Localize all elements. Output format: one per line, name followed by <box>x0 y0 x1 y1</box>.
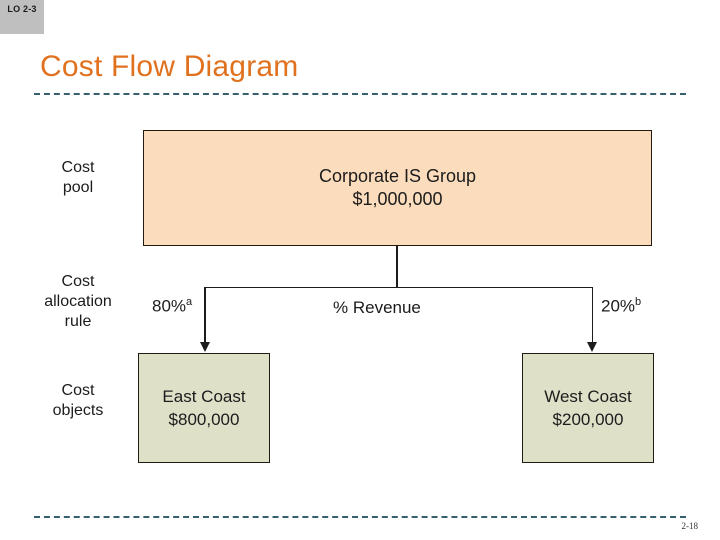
cost-object-east-amount: $800,000 <box>168 410 240 429</box>
cost-pool-amount: $1,000,000 <box>352 189 443 209</box>
cost-pool-box: Corporate IS Group $1,000,000 <box>143 130 652 246</box>
row-label-alloc-line-1: Cost <box>61 273 95 290</box>
connector-left-branch <box>204 286 206 343</box>
connector-stem <box>396 246 398 288</box>
cost-object-west-name: West Coast <box>544 387 632 406</box>
connector-horizontal-bar <box>204 286 593 288</box>
page-number: 2-18 <box>681 521 699 531</box>
page-title: Cost Flow Diagram <box>40 50 299 83</box>
row-label-cost-allocation-rule: Cost allocation rule <box>22 272 134 332</box>
cost-object-box-east-coast: East Coast $800,000 <box>138 353 270 463</box>
allocation-rate-right: 20%b <box>601 296 641 317</box>
learning-objective-badge: LO 2-3 <box>0 0 44 34</box>
allocation-rate-right-value: 20% <box>601 296 636 316</box>
row-label-objects-line-1: Cost <box>61 382 95 399</box>
row-label-cost-pool-line-2: pool <box>62 179 94 196</box>
row-label-cost-objects: Cost objects <box>22 381 134 421</box>
cost-object-west-amount: $200,000 <box>552 410 624 429</box>
row-label-objects-line-2: objects <box>52 402 104 419</box>
row-label-cost-pool: Cost pool <box>22 158 134 198</box>
allocation-rate-left: 80%a <box>152 296 192 317</box>
arrow-down-icon-right <box>587 342 598 352</box>
allocation-rate-left-footnote: a <box>186 296 193 308</box>
footer-divider <box>34 516 686 518</box>
row-label-cost-pool-line-1: Cost <box>61 159 95 176</box>
arrow-down-icon-left <box>199 342 210 352</box>
allocation-basis-label: % Revenue <box>333 298 421 317</box>
title-divider-top <box>34 93 686 95</box>
cost-pool-name: Corporate IS Group <box>318 166 477 186</box>
row-label-alloc-line-2: allocation <box>44 293 112 310</box>
cost-object-box-west-coast: West Coast $200,000 <box>522 353 654 463</box>
row-label-alloc-line-3: rule <box>64 313 92 330</box>
cost-object-east-name: East Coast <box>162 387 246 406</box>
connector-right-branch <box>591 286 593 343</box>
allocation-rate-right-footnote: b <box>635 296 642 308</box>
allocation-rate-left-value: 80% <box>152 296 187 316</box>
